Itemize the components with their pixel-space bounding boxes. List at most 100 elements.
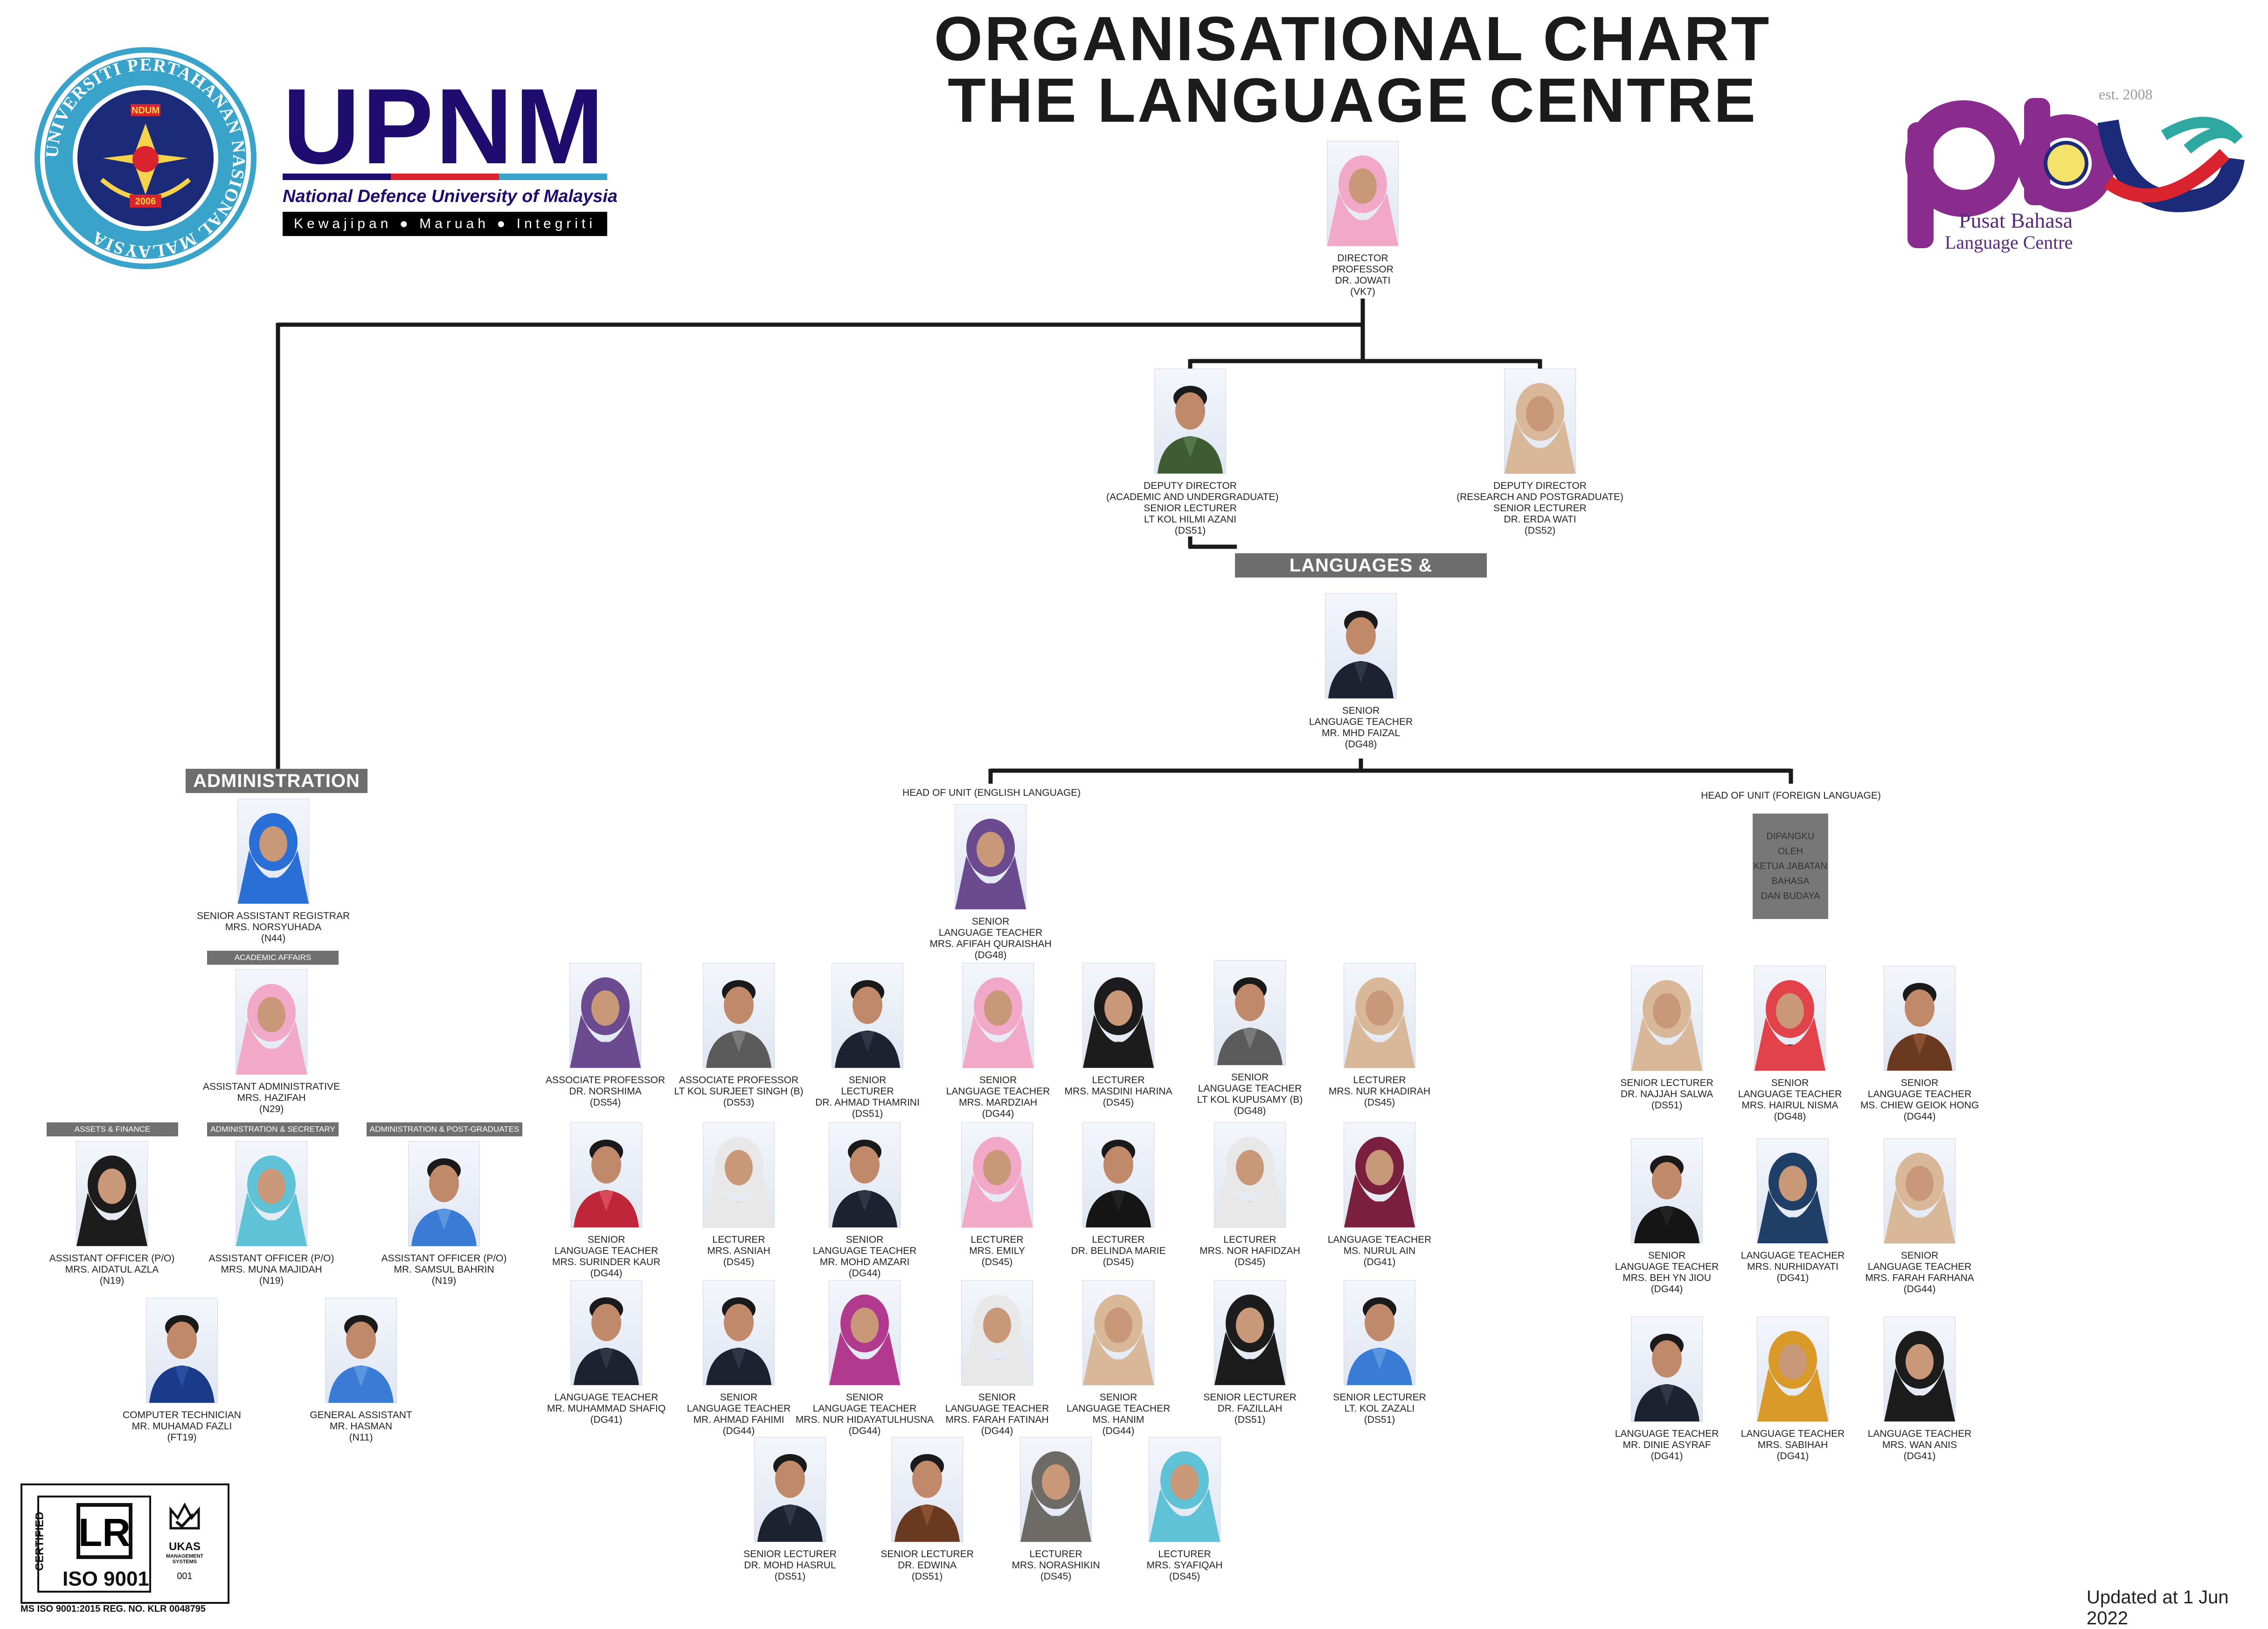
staff-text-line: SENIOR LECTURER [1333, 1392, 1426, 1403]
staff-text-line: DR. MOHD HASRUL [744, 1560, 836, 1571]
staff-text-line: DR. ERDA WATI [1504, 514, 1576, 525]
staff-text-line: (DG41) [590, 1414, 623, 1425]
staff-text-line: SENIOR LECTURER [881, 1549, 974, 1559]
ukas-mark: UKAS MANAGEMENT SYSTEMS 001 [157, 1496, 213, 1589]
portrait-photo [829, 1122, 901, 1228]
upnm-subtitle: National Defence University of Malaysia [283, 187, 618, 206]
staff-text-line: SENIOR [1648, 1250, 1686, 1261]
staff-text-line: MR. DINIE ASYRAF [1623, 1440, 1711, 1450]
portrait-photo [569, 963, 641, 1068]
staff-text-line: LANGUAGE TEACHER [1867, 1428, 1972, 1439]
staff-text-line: (DS51) [911, 1571, 943, 1582]
placeholder-line: DAN BUDAYA [1761, 891, 1820, 901]
staff-text-line: (RESEARCH AND POSTGRADUATE) [1457, 492, 1623, 502]
staff-text-line: MRS. MARDZIAH [959, 1097, 1037, 1108]
staff-text-line: (DS45) [1040, 1571, 1072, 1582]
iso-9001-label: ISO 9001 [62, 1567, 149, 1590]
staff-text-line: DR. AHMAD THAMRINI [815, 1097, 920, 1108]
staff-text-line: MRS. FARAH FATINAH [945, 1414, 1049, 1425]
portrait-photo [1214, 1280, 1286, 1385]
staff-text-line: LANGUAGE TEACHER [687, 1403, 791, 1414]
staff-text-line: (N19) [99, 1275, 125, 1286]
portrait-photo [570, 1122, 642, 1228]
staff-text-line: MRS. AFIFAH QURAISHAH [929, 939, 1052, 949]
staff-text-line: SENIOR [846, 1234, 884, 1245]
staff-text-line: PROFESSOR [1332, 264, 1394, 275]
staff-text-line: (FT19) [167, 1432, 197, 1443]
staff-card-admin-muna: ASSISTANT OFFICER (P/O)MRS. MUNA MAJIDAH… [187, 1141, 355, 1287]
staff-text-line: (DS51) [1364, 1414, 1395, 1425]
staff-text-line: MRS. SURINDER KAUR [552, 1257, 661, 1267]
staff-text-line: DR. NORSHIMA [569, 1086, 642, 1097]
staff-text-line: SENIOR [848, 1075, 887, 1086]
staff-text-line: MR. AHMAD FAHIMI [693, 1414, 784, 1425]
staff-text-line: (DS52) [1524, 525, 1556, 536]
staff-text-line: (DG44) [1102, 1426, 1135, 1436]
staff-text-line: LECTURER [1092, 1234, 1145, 1245]
staff-text-line: LT KOL SURJEET SINGH (B) [674, 1086, 804, 1097]
svg-text:2006: 2006 [135, 196, 156, 207]
staff-text-line: ASSISTANT OFFICER (P/O) [49, 1253, 175, 1264]
iso-certification-badge: CERTIFIED LR ISO 9001 UKAS MANAGEMENT SY… [21, 1483, 229, 1604]
portrait-photo [962, 963, 1034, 1068]
staff-card-deputy-research: DEPUTY DIRECTOR(RESEARCH AND POSTGRADUAT… [1456, 369, 1624, 536]
staff-text-line: DR. NAJJAH SALWA [1620, 1089, 1713, 1100]
staff-text-line: MS. CHIEW GEIOK HONG [1860, 1100, 1979, 1111]
portrait-photo [1082, 963, 1154, 1068]
tag-academic-affairs: ACADEMIC AFFAIRS [207, 951, 339, 965]
iso-registration: MS ISO 9001:2015 REG. NO. KLR 0048795 [21, 1604, 206, 1614]
staff-text-line: (DG48) [1345, 739, 1377, 750]
portrait-photo [1631, 966, 1703, 1071]
pb-est: est. 2008 [2099, 86, 2153, 103]
staff-text-line: LANGUAGE TEACHER [1741, 1428, 1845, 1439]
staff-text-line: SENIOR [1771, 1078, 1809, 1088]
pb-name-english: Language Centre [1945, 232, 2073, 253]
portrait-photo [570, 1280, 642, 1385]
staff-text-line: LECTURER [1092, 1075, 1145, 1086]
portrait-photo [1020, 1437, 1092, 1542]
staff-text-line: MR. MUHAMAD FAZLI [132, 1421, 232, 1432]
upnm-seal-logo: UNIVERSITI PERTAHANAN NASIONAL MALAYSIA … [35, 47, 257, 269]
staff-text-line: (DS45) [1364, 1097, 1395, 1108]
staff-card-deputy-academic: DEPUTY DIRECTOR(ACADEMIC AND UNDERGRADUA… [1106, 369, 1278, 536]
staff-text-line: LECTURER [1158, 1549, 1211, 1559]
staff-text-line: SENIOR [720, 1392, 758, 1403]
staff-text-line: (DS45) [981, 1257, 1013, 1267]
portrait-photo [1884, 966, 1956, 1071]
staff-text-line: MRS. SABIHAH [1757, 1440, 1828, 1450]
pusat-bahasa-logo [1905, 98, 2245, 248]
portrait-photo [891, 1437, 963, 1542]
staff-text-line: LANGUAGE TEACHER [812, 1246, 917, 1256]
staff-text-line: (N29) [259, 1104, 284, 1114]
staff-text-line: MR. HASMAN [329, 1421, 393, 1432]
staff-text-line: LANGUAGE TEACHER [554, 1392, 659, 1403]
staff-text-line: SENIOR ASSISTANT REGISTRAR [196, 911, 350, 921]
staff-text-line: DIRECTOR [1337, 253, 1388, 264]
portrait-photo [1757, 1138, 1829, 1244]
upnm-wordmark: UPNM [283, 66, 606, 186]
staff-text-line: (DS45) [723, 1257, 755, 1267]
portrait-photo [1327, 141, 1399, 246]
portrait-photo [1504, 369, 1576, 474]
staff-text-line: LANGUAGE TEACHER [945, 1403, 1049, 1414]
portrait-photo [703, 1122, 775, 1228]
staff-text-line: SENIOR [1231, 1072, 1269, 1083]
staff-text-line: LANGUAGE TEACHER [1066, 1403, 1171, 1414]
staff-text-line: (VK7) [1350, 286, 1375, 297]
staff-text-line: (DS45) [1103, 1257, 1134, 1267]
staff-text-line: MRS. NUR HIDAYATULHUSNA [795, 1414, 934, 1425]
portrait-photo [1214, 1122, 1286, 1228]
staff-text-line: LANGUAGE TEACHER [1867, 1261, 1972, 1272]
